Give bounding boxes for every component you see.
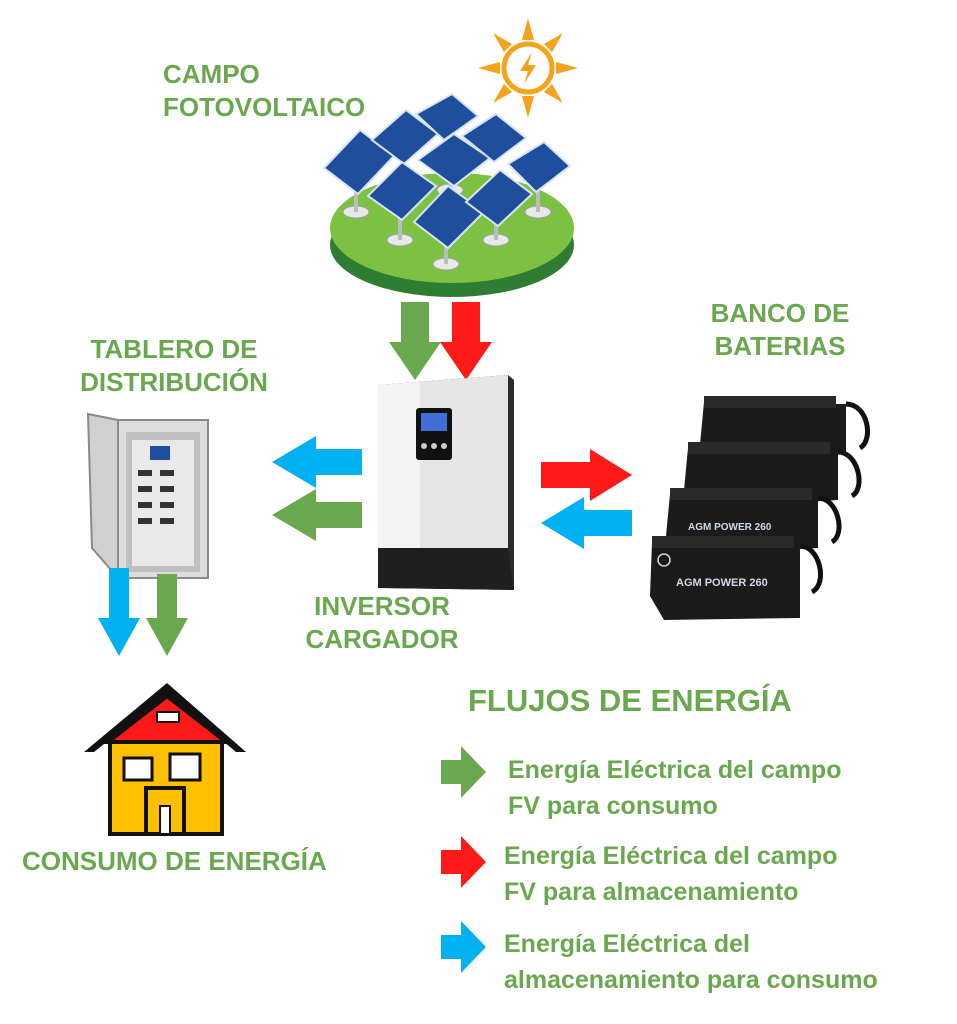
battery-bank-label-line2: BATERIAS	[714, 331, 846, 361]
arrow-green-pv-to-inverter	[389, 302, 441, 380]
battery-bank-image: AGM POWER 260 AGM POWER 260	[650, 396, 870, 620]
legend-arrow-blue	[441, 921, 486, 973]
legend-item-red-line2: FV para almacenamiento	[504, 878, 799, 906]
sun-icon	[478, 18, 578, 118]
arrow-red-pv-to-inverter	[440, 302, 492, 380]
legend-item-green: Energía Eléctrica del campo FV para cons…	[508, 752, 841, 824]
consumption-label: CONSUMO DE ENERGÍA	[22, 846, 327, 876]
battery-4: AGM POWER 260	[650, 536, 823, 620]
legend-item-blue: Energía Eléctrica del almacenamiento par…	[504, 926, 878, 998]
legend-item-blue-line2: almacenamiento para consumo	[504, 966, 878, 994]
arrow-blue-to-distribution	[272, 436, 362, 488]
pv-field-label-line1: CAMPO	[163, 59, 260, 89]
legend-arrow-green	[441, 746, 486, 798]
legend-title: FLUJOS DE ENERGÍA	[468, 683, 792, 718]
arrow-blue-to-house	[98, 568, 140, 656]
arrow-green-to-house	[146, 574, 188, 656]
inverter-label-line1: INVERSOR	[314, 591, 450, 621]
legend-item-green-line2: FV para consumo	[508, 792, 718, 820]
inverter-label-line2: CARGADOR	[305, 624, 459, 654]
distribution-board-label-line1: TABLERO DE	[90, 334, 258, 364]
distribution-board-image	[86, 412, 209, 581]
battery-text-3: AGM POWER 260	[688, 522, 772, 533]
legend-arrow-red	[441, 836, 486, 888]
battery-bank-label: BANCO DE BATERIAS	[690, 297, 870, 363]
distribution-board-label-line2: DISTRIBUCIÓN	[80, 367, 268, 397]
pv-field-image	[322, 92, 574, 297]
legend-item-red-line1: Energía Eléctrica del campo	[504, 842, 838, 870]
inverter-label: INVERSOR CARGADOR	[292, 590, 472, 656]
arrow-green-to-distribution	[272, 489, 362, 541]
legend-item-green-line1: Energía Eléctrica del campo	[508, 756, 842, 784]
pv-field-label: CAMPO FOTOVOLTAICO	[163, 58, 365, 124]
pv-field-label-line2: FOTOVOLTAICO	[163, 92, 366, 122]
legend-item-blue-line1: Energía Eléctrica del	[504, 930, 750, 958]
legend-item-red: Energía Eléctrica del campo FV para alma…	[504, 838, 837, 910]
arrow-blue-from-batteries	[541, 497, 632, 549]
battery-bank-label-line1: BANCO DE	[710, 298, 850, 328]
battery-text-4: AGM POWER 260	[676, 577, 768, 589]
arrow-red-to-batteries	[541, 449, 632, 501]
inverter-image	[378, 375, 514, 590]
house-icon	[84, 683, 246, 836]
distribution-board-label: TABLERO DE DISTRIBUCIÓN	[66, 333, 282, 399]
